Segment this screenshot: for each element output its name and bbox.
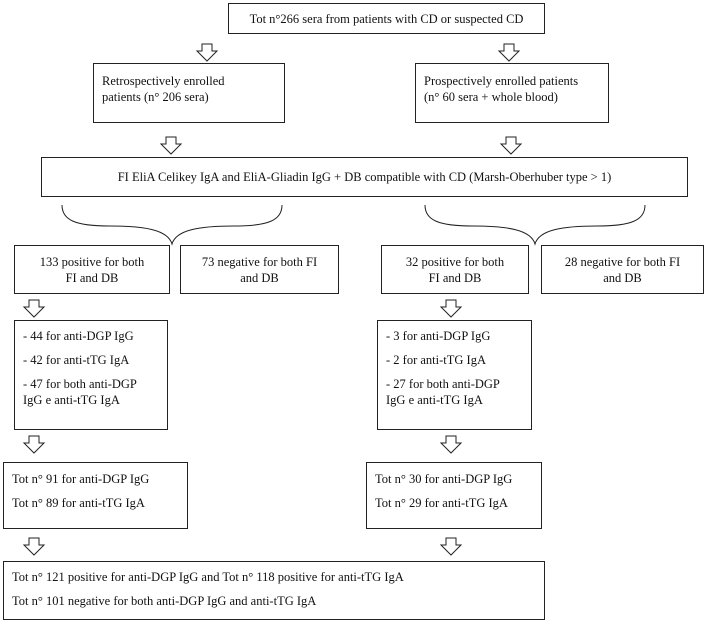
down-arrow-icon [22, 435, 46, 454]
down-arrow-icon [22, 537, 46, 556]
down-arrow-icon [499, 136, 523, 155]
prospective-box: Prospectively enrolled patients (n° 60 s… [415, 63, 609, 123]
right-positive-line-2: FI and DB [428, 270, 482, 285]
down-arrow-icon [22, 299, 46, 318]
right-detail-both-1: - 27 for both anti-DGP [386, 377, 500, 391]
right-detail-ttg: - 2 for anti-tTG IgA [386, 353, 486, 367]
prospective-line-1: Prospectively enrolled patients [424, 74, 579, 88]
left-negative-box: 73 negative for both FI and DB [180, 245, 339, 294]
left-positive-line-1: 133 positive for both [39, 254, 145, 269]
right-total-box: Tot n° 30 for anti-DGP IgG Tot n° 29 for… [366, 462, 542, 529]
criteria-box: FI EliA Celikey IgA and EliA-Gliadin IgG… [41, 157, 688, 197]
down-arrow-icon [439, 299, 463, 318]
left-detail-both-1: - 47 for both anti-DGP [23, 377, 137, 391]
total-sera-box: Tot n°266 sera from patients with CD or … [228, 3, 545, 34]
final-positive-text: Tot n° 121 positive for anti-DGP IgG and… [12, 570, 404, 584]
total-sera-text: Tot n°266 sera from patients with CD or … [249, 11, 524, 26]
left-total-ttg: Tot n° 89 for anti-tTG IgA [12, 496, 145, 510]
right-negative-box: 28 negative for both FI and DB [541, 245, 704, 294]
right-negative-line-1: 28 negative for both FI [564, 254, 681, 269]
down-arrow-icon [195, 43, 219, 62]
left-detail-both-2: IgG e anti-tTG IgA [23, 393, 120, 407]
down-arrow-icon [439, 435, 463, 454]
retrospective-line-2: patients (n° 206 sera) [102, 90, 209, 104]
right-negative-line-2: and DB [603, 270, 642, 285]
final-negative-text: Tot n° 101 negative for both anti-DGP Ig… [12, 594, 317, 608]
left-negative-line-2: and DB [240, 270, 279, 285]
left-positive-line-2: FI and DB [65, 270, 119, 285]
right-detail-box: - 3 for anti-DGP IgG - 2 for anti-tTG Ig… [377, 320, 532, 430]
right-total-dgp: Tot n° 30 for anti-DGP IgG [375, 472, 513, 486]
retrospective-line-1: Retrospectively enrolled [102, 74, 225, 88]
retrospective-box: Retrospectively enrolled patients (n° 20… [93, 63, 285, 123]
left-positive-box: 133 positive for both FI and DB [14, 245, 170, 294]
down-arrow-icon [497, 43, 521, 62]
down-arrow-icon [439, 537, 463, 556]
right-detail-both-2: IgG e anti-tTG IgA [386, 393, 483, 407]
left-negative-line-1: 73 negative for both FI [201, 254, 318, 269]
final-summary-box: Tot n° 121 positive for anti-DGP IgG and… [3, 561, 545, 620]
right-brace [424, 204, 646, 246]
left-total-box: Tot n° 91 for anti-DGP IgG Tot n° 89 for… [3, 462, 188, 529]
right-positive-box: 32 positive for both FI and DB [381, 245, 529, 294]
left-total-dgp: Tot n° 91 for anti-DGP IgG [12, 472, 150, 486]
left-detail-box: - 44 for anti-DGP IgG - 42 for anti-tTG … [14, 320, 168, 430]
left-brace [61, 204, 283, 246]
criteria-text: FI EliA Celikey IgA and EliA-Gliadin IgG… [117, 170, 612, 184]
left-detail-ttg: - 42 for anti-tTG IgA [23, 353, 130, 367]
down-arrow-icon [159, 136, 183, 155]
prospective-line-2: (n° 60 sera + whole blood) [424, 90, 558, 104]
right-positive-line-1: 32 positive for both [405, 254, 505, 269]
right-total-ttg: Tot n° 29 for anti-tTG IgA [375, 496, 508, 510]
right-detail-dgp: - 3 for anti-DGP IgG [386, 329, 491, 343]
left-detail-dgp: - 44 for anti-DGP IgG [23, 329, 134, 343]
